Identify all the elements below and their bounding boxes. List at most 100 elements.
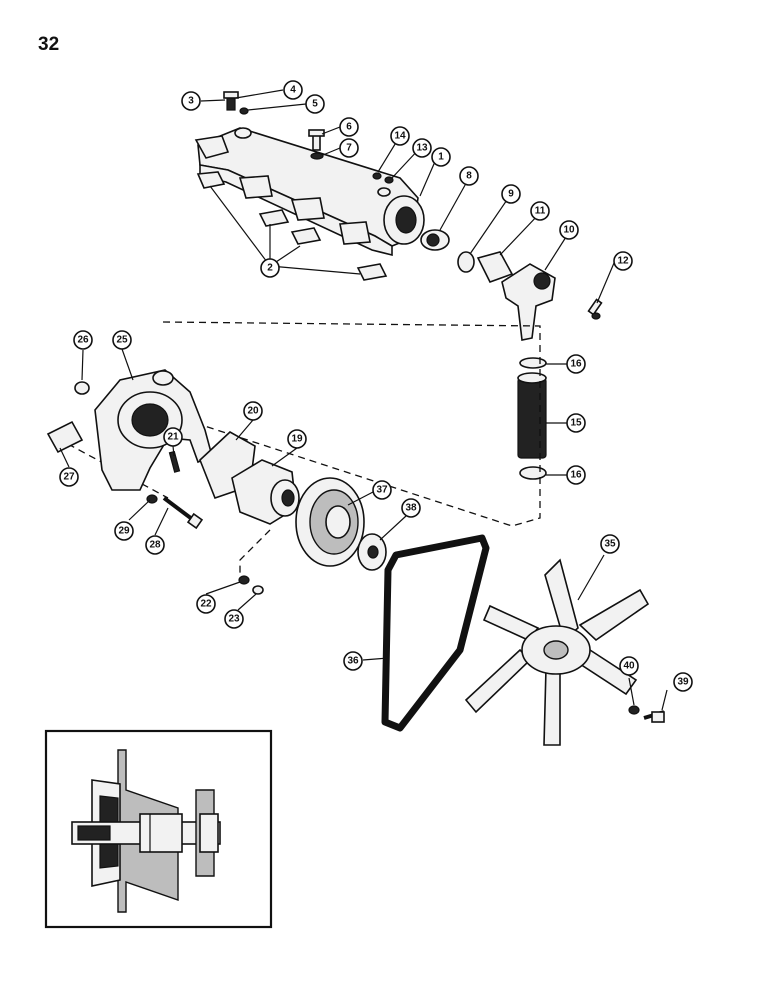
bypass-hose xyxy=(517,372,547,459)
svg-text:19: 19 xyxy=(291,434,303,445)
svg-text:37: 37 xyxy=(376,485,388,496)
callout-4: 4 xyxy=(283,80,303,100)
washer xyxy=(238,575,250,585)
callout-14: 14 xyxy=(390,126,410,146)
callout-10: 10 xyxy=(559,220,579,240)
callout-9: 9 xyxy=(501,184,521,204)
seal xyxy=(457,251,475,273)
svg-text:13: 13 xyxy=(416,143,428,154)
callout-40: 40 xyxy=(619,656,639,676)
nut-13 xyxy=(384,176,394,184)
svg-text:12: 12 xyxy=(617,256,629,267)
callout-37: 37 xyxy=(372,480,392,500)
callout-15: 15 xyxy=(566,413,586,433)
svg-text:21: 21 xyxy=(167,432,179,443)
callout-22: 22 xyxy=(196,594,216,614)
svg-text:2: 2 xyxy=(267,263,273,274)
callout-21: 21 xyxy=(163,427,183,447)
svg-text:11: 11 xyxy=(535,206,546,217)
nut xyxy=(252,585,264,595)
svg-text:35: 35 xyxy=(604,539,616,550)
callout-12: 12 xyxy=(613,251,633,271)
plug xyxy=(239,107,249,115)
svg-text:15: 15 xyxy=(570,418,582,429)
bolt xyxy=(643,710,665,723)
callout-20: 20 xyxy=(243,401,263,421)
svg-text:6: 6 xyxy=(346,122,352,133)
svg-text:7: 7 xyxy=(346,143,352,154)
bolt xyxy=(308,129,325,151)
thermostat-housing xyxy=(501,263,556,341)
washer xyxy=(310,152,324,160)
svg-text:29: 29 xyxy=(118,526,130,537)
svg-text:8: 8 xyxy=(466,171,472,182)
elbow-fitting xyxy=(223,91,239,111)
callout-13: 13 xyxy=(412,138,432,158)
manifold-gasket xyxy=(196,171,388,281)
thermostat-gasket xyxy=(476,251,514,283)
svg-text:26: 26 xyxy=(77,335,89,346)
svg-text:1: 1 xyxy=(438,152,444,163)
callout-7: 7 xyxy=(339,138,359,158)
water-pump-cross-section-inset xyxy=(44,729,273,929)
callout-29: 29 xyxy=(114,521,134,541)
callout-16: 16 xyxy=(566,354,586,374)
fan-belt xyxy=(381,534,490,732)
stud xyxy=(168,450,181,473)
svg-text:5: 5 xyxy=(312,99,318,110)
callout-28: 28 xyxy=(145,535,165,555)
callout-8: 8 xyxy=(459,166,479,186)
callout-16: 16 xyxy=(566,465,586,485)
callout-26: 26 xyxy=(73,330,93,350)
bolt xyxy=(587,298,603,320)
callout-11: 11 xyxy=(530,201,550,221)
svg-text:14: 14 xyxy=(394,131,406,142)
svg-text:25: 25 xyxy=(116,335,128,346)
leader-lines xyxy=(59,89,668,711)
water-pump-housing xyxy=(94,369,213,491)
callout-1: 1 xyxy=(431,147,451,167)
svg-text:16: 16 xyxy=(570,359,582,370)
callout-6: 6 xyxy=(339,117,359,137)
fan-spacer xyxy=(357,533,387,571)
svg-text:27: 27 xyxy=(63,472,75,483)
nut-14 xyxy=(372,172,382,180)
svg-text:4: 4 xyxy=(290,85,296,96)
svg-text:23: 23 xyxy=(228,614,240,625)
callout-39: 39 xyxy=(673,672,693,692)
callout-38: 38 xyxy=(401,498,421,518)
svg-text:39: 39 xyxy=(677,677,689,688)
svg-text:3: 3 xyxy=(188,96,194,107)
washer xyxy=(628,705,640,715)
callout-23: 23 xyxy=(224,609,244,629)
pump-pulley xyxy=(295,477,365,567)
svg-text:38: 38 xyxy=(405,503,417,514)
thermostat xyxy=(420,229,450,251)
callout-5: 5 xyxy=(305,94,325,114)
water-pump-assembly xyxy=(231,459,300,525)
plug xyxy=(74,381,90,395)
svg-text:16: 16 xyxy=(570,470,582,481)
hose-clamp xyxy=(519,357,547,369)
callout-27: 27 xyxy=(59,467,79,487)
bolt xyxy=(162,496,204,530)
svg-text:22: 22 xyxy=(200,599,212,610)
hose-clamp xyxy=(519,466,547,480)
svg-text:9: 9 xyxy=(508,189,514,200)
svg-text:20: 20 xyxy=(247,406,259,417)
svg-text:10: 10 xyxy=(563,225,575,236)
callout-25: 25 xyxy=(112,330,132,350)
callout-2: 2 xyxy=(260,258,280,278)
svg-text:40: 40 xyxy=(623,661,635,672)
page-number: 32 xyxy=(38,34,60,55)
callout-3: 3 xyxy=(181,91,201,111)
pump-gasket xyxy=(46,420,84,454)
manifold xyxy=(194,127,425,257)
svg-text:28: 28 xyxy=(149,540,161,551)
callout-36: 36 xyxy=(343,651,363,671)
callout-35: 35 xyxy=(600,534,620,554)
fan xyxy=(464,558,650,746)
callout-19: 19 xyxy=(287,429,307,449)
svg-text:36: 36 xyxy=(347,656,359,667)
